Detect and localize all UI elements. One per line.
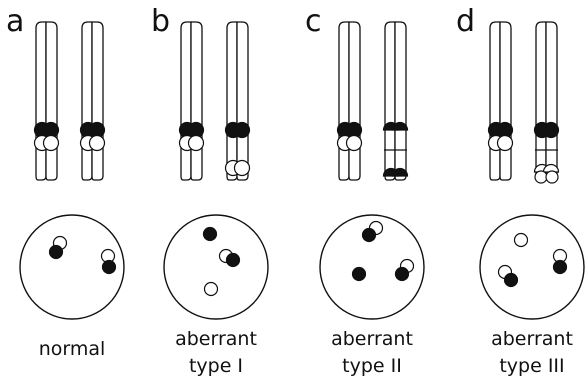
panel-c-caption-line-1: aberrant xyxy=(331,328,413,350)
panel-b-caption-line-1: aberrant xyxy=(175,328,257,350)
panel-c-letter: c xyxy=(305,4,322,39)
panel-d-letter: d xyxy=(456,4,475,39)
panel-b-caption-line-2: type I xyxy=(189,355,243,377)
panel-a-nucleus xyxy=(20,215,124,319)
panel-c-nucleus xyxy=(320,215,424,319)
chromosome-right xyxy=(384,22,408,180)
panel-d-nucleus xyxy=(480,215,584,319)
chromosome-right xyxy=(226,22,250,180)
chromosome-left xyxy=(180,22,204,180)
panel-a-chromosomes xyxy=(35,22,105,180)
panel-b: b xyxy=(151,4,268,377)
panel-c: c xyxy=(305,4,424,377)
panel-d: d xyxy=(456,4,584,377)
panel-b-letter: b xyxy=(151,4,170,39)
panel-b-nucleus xyxy=(164,215,268,319)
panel-c-caption-line-2: type II xyxy=(342,355,402,377)
panel-c-chromosomes xyxy=(338,22,408,180)
chromosome-left xyxy=(35,22,59,180)
chromosome-left xyxy=(489,22,513,180)
chromosome-left xyxy=(338,22,362,180)
panel-b-chromosomes xyxy=(180,22,250,180)
panel-a: a xyxy=(6,4,124,360)
panel-a-letter: a xyxy=(6,4,24,39)
panel-d-caption-line-2: type III xyxy=(499,355,564,377)
panel-d-caption-line-1: aberrant xyxy=(491,328,573,350)
chromosome-right xyxy=(81,22,105,180)
chromosome-right xyxy=(535,22,559,183)
panel-a-caption: normal xyxy=(39,338,106,360)
panel-d-chromosomes xyxy=(489,22,559,183)
